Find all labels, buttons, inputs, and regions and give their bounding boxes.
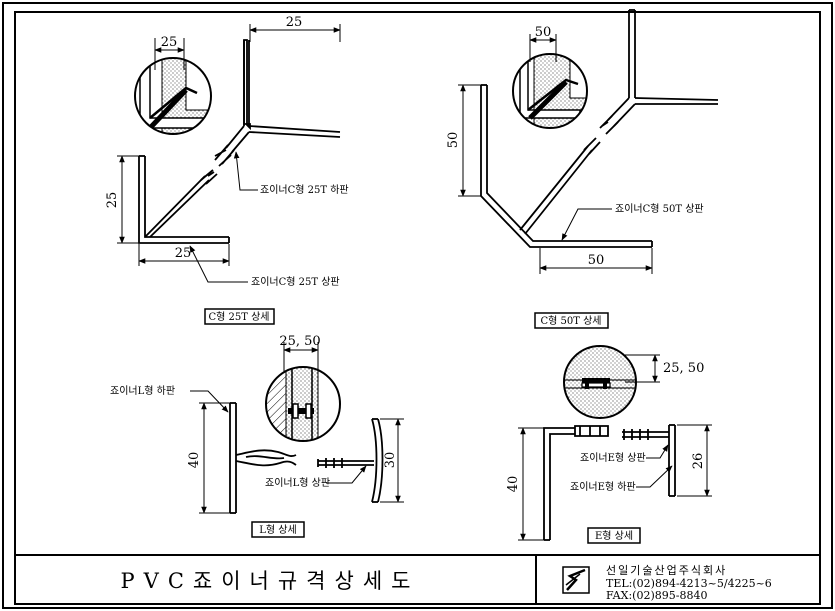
c50-inset (513, 54, 587, 128)
drawing-title: PVC죠이너규격상세도 (121, 569, 420, 593)
c25-inset (135, 58, 211, 134)
e-label-lower: 죠이너E형 하판 (570, 480, 636, 493)
c25-label-upper: 죠이너C형 25T 상판 (251, 276, 340, 288)
sheet-border-inner (14, 11, 821, 605)
c50-inset-dim: 50 (535, 25, 552, 40)
e-top-dim: 25, 50 (663, 361, 704, 376)
e-upper-piece (622, 424, 676, 497)
e-right-dim: 26 (691, 453, 706, 470)
c50-lower-piece (480, 84, 653, 248)
c25-left-dim: 25 (105, 192, 120, 209)
c25-top-dim: 25 (286, 15, 303, 30)
l-left-dim: 40 (187, 452, 202, 469)
detail-e: 25, 50 40 26 죠이너E형 상판 (506, 345, 712, 544)
l-label-lower: 죠이너L형 하판 (110, 384, 175, 397)
l-inset (266, 367, 340, 441)
e-inset (564, 346, 636, 418)
c25-caption: C형 25T 상세 (208, 311, 269, 323)
c25-lower-piece (138, 155, 230, 244)
c50-caption: C형 50T 상세 (540, 315, 601, 327)
detail-l: 25, 50 40 30 죠이 (110, 334, 404, 538)
l-lower-piece (229, 402, 297, 514)
l-inset-circle (265, 366, 341, 442)
l-right-dim: 30 (383, 452, 398, 469)
detail-c25: 25 25 25 (105, 15, 349, 325)
e-left-dim: 40 (506, 476, 521, 493)
l-upper-piece (317, 418, 384, 503)
c50-left-dim: 50 (446, 132, 461, 149)
l-caption: L형 상세 (259, 524, 296, 536)
detail-c50: 50 50 50 죠이너C형 50T 상판 (446, 9, 719, 329)
e-label-upper: 죠이너E형 상판 (580, 452, 646, 464)
c50-label-upper: 죠이너C형 50T 상판 (615, 203, 704, 215)
company-logo (562, 566, 590, 594)
company-name: 선일기술산업주식회사 (606, 563, 727, 577)
c25-upper-piece (214, 39, 341, 167)
c25-inset-circle (134, 57, 212, 135)
c25-label-lower: 죠이너C형 25T 하판 (260, 183, 349, 196)
l-top-dim: 25, 50 (279, 334, 320, 349)
c50-bottom-dim: 50 (588, 253, 605, 268)
c50-inset-circle (512, 53, 588, 129)
c25-inset-dim: 25 (161, 35, 178, 50)
company-tel: TEL:(02)894-4213~5/4225~6 (606, 577, 772, 590)
e-caption: E형 상세 (595, 530, 633, 542)
company-fax: FAX:(02)895-8840 (606, 589, 707, 602)
c50-upper-piece (599, 9, 719, 135)
l-label-upper: 죠이너L형 상판 (265, 477, 330, 489)
c25-bottom-dim: 25 (175, 246, 192, 261)
